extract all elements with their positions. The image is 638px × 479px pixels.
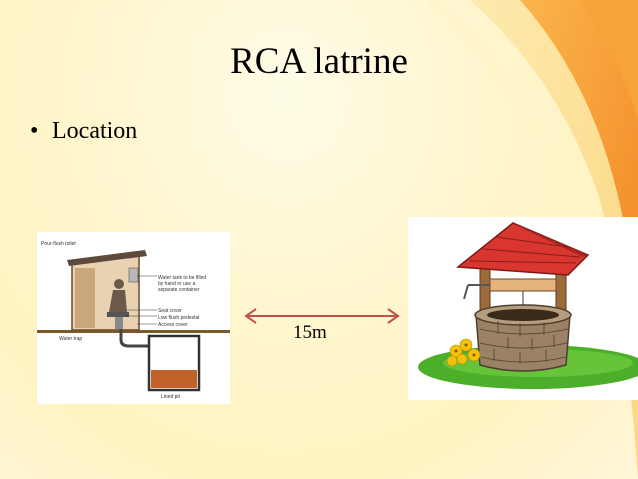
- water-well-image: [408, 217, 638, 400]
- label-water-trap: Water trap: [59, 336, 82, 342]
- latrine-diagram: Pour-flush toilet Water tank to b: [37, 232, 230, 404]
- slide-title: RCA latrine: [230, 41, 408, 82]
- label-tank-3: separate container: [158, 287, 200, 293]
- label-tank-1: Water tank to be filled: [158, 275, 206, 281]
- water-well-icon: [418, 222, 638, 389]
- bullet-dot: •: [30, 118, 39, 144]
- label-tank-2: by hand or use a: [158, 281, 195, 287]
- bullet-text: Location: [52, 118, 138, 144]
- latrine-diagram-icon: Pour-flush toilet Water tank to b: [37, 241, 230, 400]
- distance-label: 15m: [293, 322, 327, 343]
- diagram-heading: Pour-flush toilet: [41, 241, 76, 247]
- label-lined-pit: Lined pit: [161, 394, 181, 400]
- label-access-cover: Access cover: [158, 322, 188, 328]
- bullet-location: • Location: [30, 118, 137, 145]
- label-pedestal: Low flush pedestal: [158, 315, 199, 321]
- label-seat-cover: Seat cover: [158, 308, 182, 314]
- double-arrow-icon: [244, 308, 400, 324]
